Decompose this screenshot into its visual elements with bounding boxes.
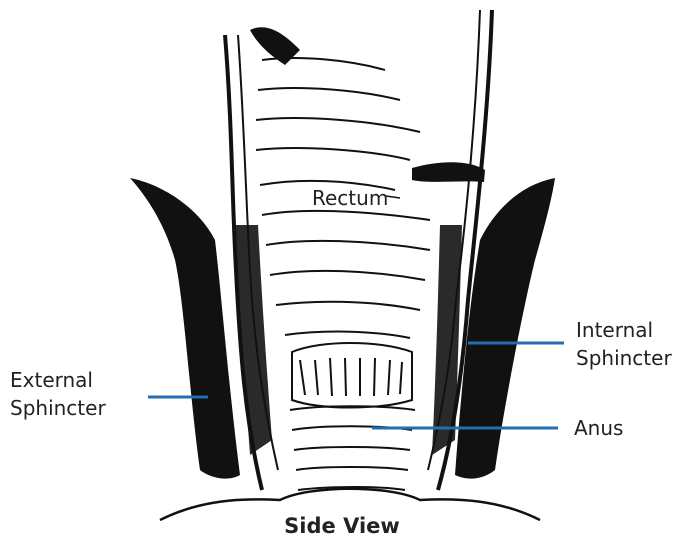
anal-canal	[290, 406, 415, 490]
external-sphincter-left-muscle	[130, 178, 240, 479]
external-sphincter-label-line2: Sphincter	[10, 396, 106, 420]
anus-label: Anus	[574, 416, 623, 440]
anal-columns	[292, 343, 412, 408]
rectum-label: Rectum	[312, 186, 388, 210]
diagram-caption: Side View	[0, 514, 684, 538]
internal-sphincter-label-line2: Sphincter	[576, 346, 672, 370]
external-sphincter-right-muscle	[455, 178, 555, 479]
internal-sphincter-left	[232, 225, 272, 455]
internal-sphincter-right	[432, 225, 462, 455]
external-sphincter-label-line1: External	[10, 368, 93, 392]
rectal-fold-right	[412, 162, 485, 182]
internal-sphincter-label-line1: Internal	[576, 318, 653, 342]
